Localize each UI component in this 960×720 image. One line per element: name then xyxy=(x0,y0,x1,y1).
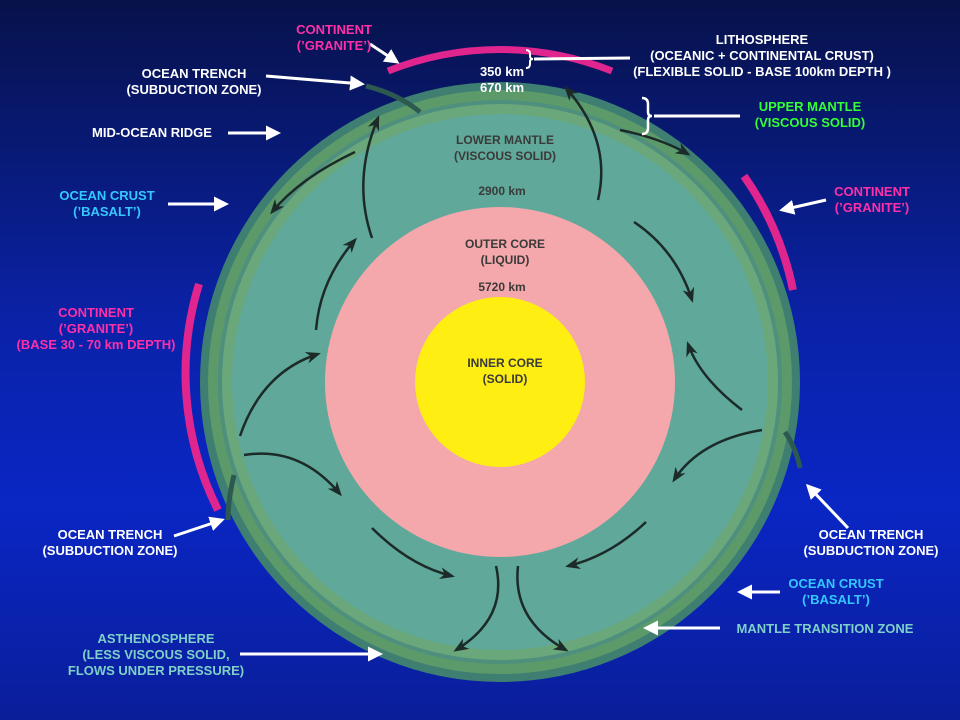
depth-2900: 2900 km xyxy=(478,184,526,198)
pointer-arrows xyxy=(168,42,850,662)
convection-arrow xyxy=(516,565,569,652)
subduction-slab-left xyxy=(225,474,237,521)
convection-arrow xyxy=(633,220,695,303)
convection-arrow xyxy=(362,115,380,239)
pointer-lithosphere xyxy=(533,56,631,61)
label-mantle-transition: MANTLE TRANSITION ZONE xyxy=(736,621,914,636)
convection-arrow xyxy=(453,565,500,652)
pointer-continent-top xyxy=(369,42,400,64)
label-ocean-trench-left: OCEAN TRENCH (SUBDUCTION ZONE) xyxy=(42,527,178,558)
convection-arrow xyxy=(564,85,603,201)
label-lithosphere: LITHOSPHERE (OCEANIC + CONTINENTAL CRUST… xyxy=(633,32,891,79)
label-ocean-trench-top: OCEAN TRENCH (SUBDUCTION ZONE) xyxy=(126,66,262,97)
pointer-ocean-trench-left xyxy=(173,516,225,538)
convection-arrow xyxy=(672,428,763,483)
pointer-ocean-trench-top xyxy=(265,74,365,91)
inner-core xyxy=(415,297,585,467)
convection-arrows xyxy=(238,85,763,652)
continent-top-arc xyxy=(386,45,614,75)
layer-inner-core: INNER CORE (SOLID) xyxy=(467,356,543,386)
label-upper-mantle: UPPER MANTLE (VISCOUS SOLID) xyxy=(754,99,866,130)
label-ocean-trench-right: OCEAN TRENCH (SUBDUCTION ZONE) xyxy=(803,527,939,558)
upper-mantle-brace xyxy=(641,96,653,136)
label-ocean-crust-left: OCEAN CRUST (’BASALT’) xyxy=(59,188,155,219)
label-ocean-crust-right: OCEAN CRUST (’BASALT’) xyxy=(788,576,884,607)
lithosphere-brace xyxy=(525,49,534,69)
convection-arrow xyxy=(565,521,647,570)
depth-350: 350 km xyxy=(479,64,525,79)
convection-arrow xyxy=(243,452,342,497)
label-continent-left: CONTINENT (’GRANITE’) (BASE 30 - 70 km D… xyxy=(16,305,176,352)
convection-arrow xyxy=(314,237,357,331)
layer-lower-mantle: LOWER MANTLE (VISCOUS SOLID) xyxy=(453,133,556,163)
label-continent-right: CONTINENT (’GRANITE’) xyxy=(834,184,910,215)
subduction-slab-right xyxy=(782,430,803,469)
convection-arrow xyxy=(238,351,321,437)
label-asthenosphere: ASTHENOSPHERE (LESS VISCOUS SOLID, FLOWS… xyxy=(67,631,245,678)
pointer-continent-right xyxy=(779,198,827,215)
label-continent-top: CONTINENT (’GRANITE’) xyxy=(296,22,372,53)
depth-670: 670 km xyxy=(479,80,525,95)
depth-5720: 5720 km xyxy=(478,280,526,294)
continent-left-arc xyxy=(181,282,222,512)
convection-arrow xyxy=(270,150,356,215)
convection-arrow xyxy=(371,527,455,580)
convection-arrow xyxy=(619,128,691,156)
layer-outer-core: OUTER CORE (LIQUID) xyxy=(464,237,545,267)
continent-right-arc xyxy=(740,173,797,291)
subduction-slab-top xyxy=(365,83,422,114)
pointer-ocean-trench-right xyxy=(805,483,850,530)
convection-arrow xyxy=(686,341,743,411)
label-mid-ocean-ridge: MID-OCEAN RIDGE xyxy=(92,125,212,140)
